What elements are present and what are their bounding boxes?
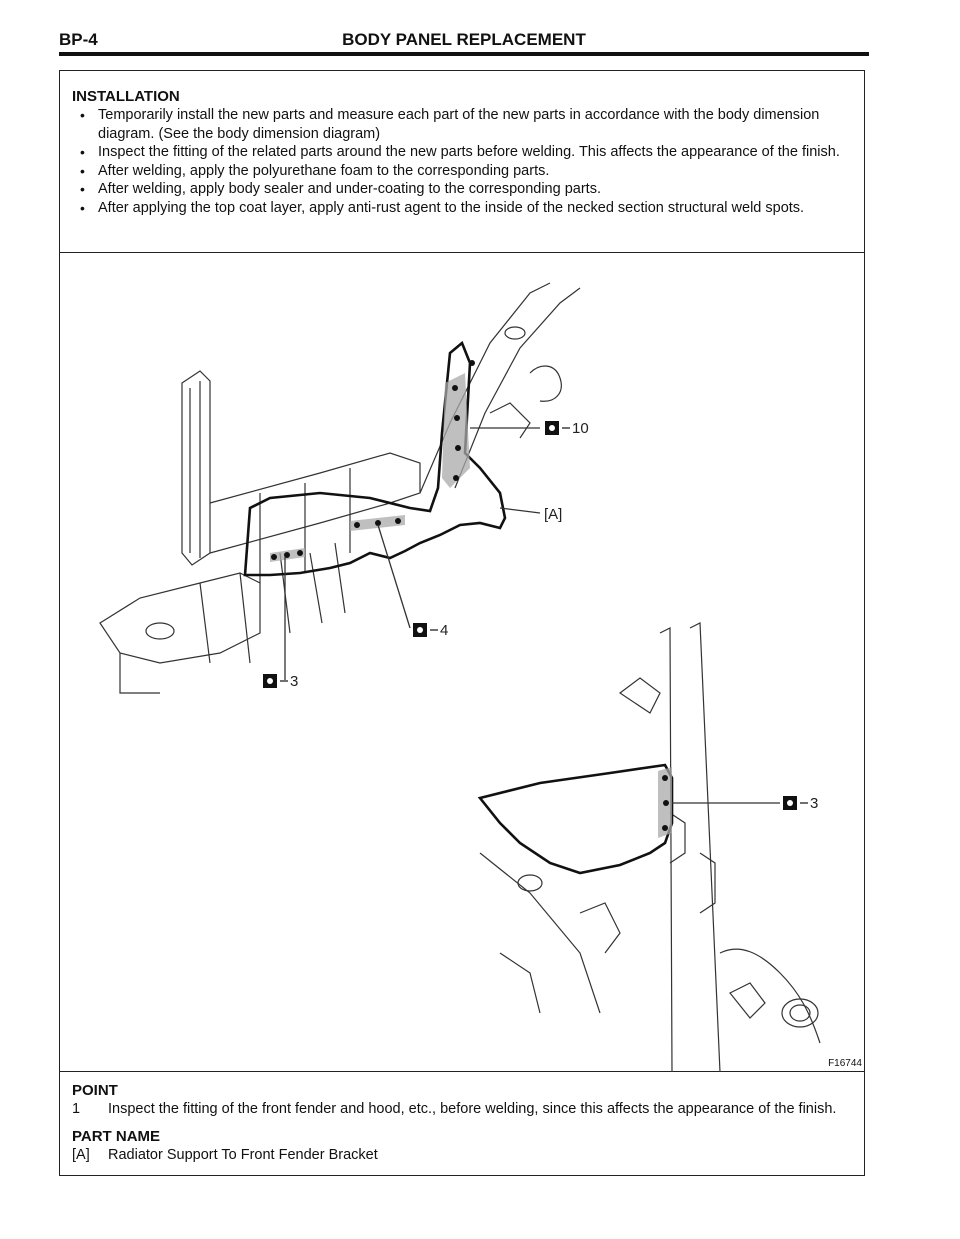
installation-title: INSTALLATION <box>72 88 180 105</box>
page-header: BP-4 BODY PANEL REPLACEMENT <box>59 28 869 56</box>
figure-code: F16744 <box>828 1058 862 1069</box>
callout-3-lower: 3 <box>810 795 818 812</box>
installation-section: INSTALLATION Temporarily install the new… <box>60 71 864 253</box>
part-text: Radiator Support To Front Fender Bracket <box>108 1146 378 1163</box>
point-text: Inspect the fitting of the front fender … <box>108 1101 837 1117</box>
installation-bullet: After welding, apply the polyurethane fo… <box>72 162 852 181</box>
point-section: POINT 1 Inspect the fitting of the front… <box>60 1072 864 1164</box>
replacement-part-outline <box>243 340 674 875</box>
diagram-linework <box>99 282 821 1072</box>
page-code: BP-4 <box>59 30 98 49</box>
point-item: 1 Inspect the fitting of the front fende… <box>72 1100 852 1119</box>
weld-areas <box>270 373 672 838</box>
part-item: [A] Radiator Support To Front Fender Bra… <box>72 1146 852 1165</box>
installation-bullet: Inspect the fitting of the related parts… <box>72 143 852 162</box>
callout-10: 10 <box>572 420 589 437</box>
leader-lines <box>284 427 780 804</box>
installation-bullet: After applying the top coat layer, apply… <box>72 199 852 218</box>
installation-bullet: After welding, apply body sealer and und… <box>72 180 852 199</box>
part-label: [A] <box>72 1146 90 1163</box>
weld-callout-symbols <box>263 421 808 810</box>
page-title: BODY PANEL REPLACEMENT <box>342 30 586 49</box>
callout-4: 4 <box>440 622 448 639</box>
weld-spots <box>271 360 669 831</box>
point-number: 1 <box>72 1101 81 1117</box>
part-name-section: PART NAME [A] Radiator Support To Front … <box>72 1127 852 1165</box>
installation-list: Temporarily install the new parts and me… <box>72 106 852 217</box>
body-panel-diagram: 10 [A] 4 3 3 <box>99 282 821 1072</box>
callout-3-upper: 3 <box>290 673 298 690</box>
part-name-title: PART NAME <box>72 1127 161 1145</box>
installation-bullet: Temporarily install the new parts and me… <box>72 106 852 143</box>
callout-part-a: [A] <box>544 506 562 523</box>
figure-panel: 10 [A] 4 3 3 F16744 <box>60 253 864 1072</box>
point-title: POINT <box>72 1082 118 1099</box>
content-frame: INSTALLATION Temporarily install the new… <box>59 70 865 1176</box>
